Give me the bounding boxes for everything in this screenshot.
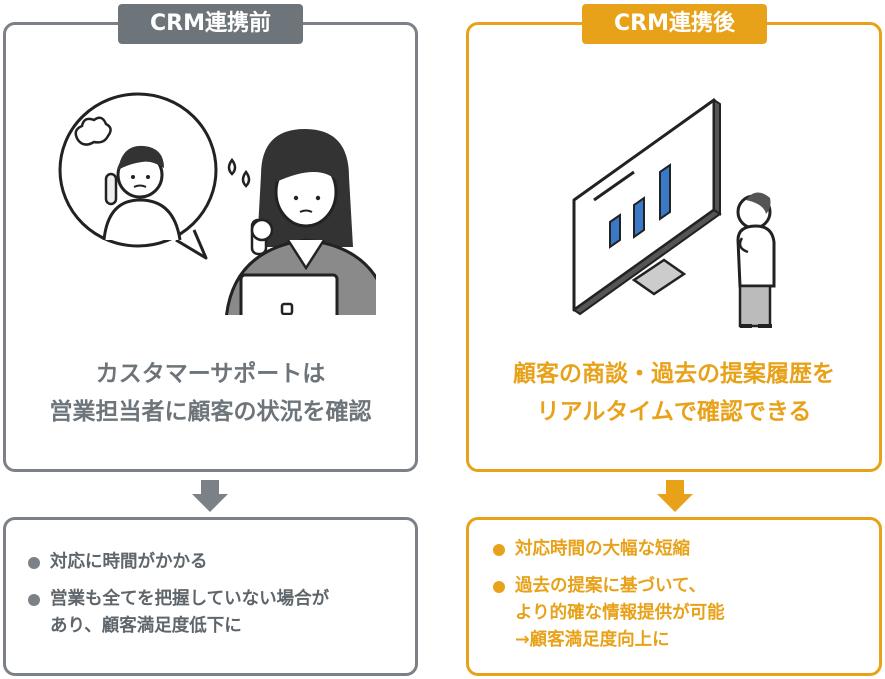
list-item: 対応に時間がかかる	[28, 549, 408, 576]
bullet-icon	[493, 544, 505, 556]
down-arrow-icon	[192, 480, 228, 512]
chart-monitor-illustration	[572, 98, 776, 328]
caption-line: カスタマーサポートは	[95, 361, 326, 387]
after-points-list: 対応時間の大幅な短縮 過去の提案に基づいて、 より的確な情報提供が可能 →顧客満…	[493, 536, 873, 664]
list-item: 過去の提案に基づいて、 より的確な情報提供が可能 →顧客満足度向上に	[493, 573, 873, 654]
monitor-icon	[572, 98, 722, 316]
after-caption: 顧客の商談・過去の提案履歴を リアルタイムで確認できる	[469, 355, 879, 431]
point-line: あり、顧客満足度低下に	[50, 616, 242, 636]
laptop-icon	[239, 273, 339, 315]
before-panel: カスタマーサポートは 営業担当者に顧客の状況を確認	[3, 22, 418, 472]
bullet-icon	[493, 581, 505, 593]
caption-line: リアルタイムで確認できる	[536, 399, 812, 425]
before-points-list: 対応に時間がかかる 営業も全てを把握していない場合が あり、顧客満足度低下に	[28, 549, 408, 650]
point-line: 過去の提案に基づいて、	[515, 576, 707, 596]
point-line: 対応に時間がかかる	[50, 552, 208, 572]
after-tag: CRM連携後	[582, 4, 767, 44]
point-line: より的確な情報提供が可能	[515, 603, 725, 623]
point-line: 対応時間の大幅な短縮	[515, 539, 690, 559]
bar-chart-icon	[609, 163, 671, 249]
down-arrow-icon	[657, 480, 693, 512]
after-points-panel: 対応時間の大幅な短縮 過去の提案に基づいて、 より的確な情報提供が可能 →顧客満…	[466, 517, 882, 676]
worried-support-agent-illustration	[58, 92, 376, 315]
list-item: 営業も全てを把握していない場合が あり、顧客満足度低下に	[28, 586, 408, 640]
thinking-person-icon	[736, 192, 776, 328]
before-tag: CRM連携前	[118, 4, 303, 44]
point-line: →顧客満足度向上に	[515, 630, 670, 650]
before-points-panel: 対応に時間がかかる 営業も全てを把握していない場合が あり、顧客満足度低下に	[3, 517, 418, 676]
caption-line: 営業担当者に顧客の状況を確認	[49, 399, 372, 425]
bullet-icon	[28, 594, 40, 606]
list-item: 対応時間の大幅な短縮	[493, 536, 873, 563]
caption-line: 顧客の商談・過去の提案履歴を	[513, 361, 835, 387]
after-panel: 顧客の商談・過去の提案履歴を リアルタイムで確認できる	[466, 22, 882, 472]
bullet-icon	[28, 557, 40, 569]
before-caption: カスタマーサポートは 営業担当者に顧客の状況を確認	[6, 355, 415, 431]
customer-icon	[102, 145, 182, 241]
point-line: 営業も全てを把握していない場合が	[50, 589, 330, 609]
